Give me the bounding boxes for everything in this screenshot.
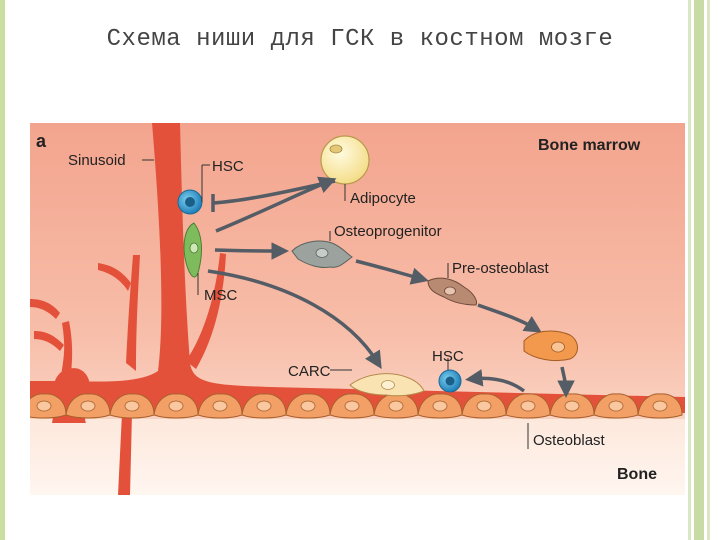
hsc-bottom-label: HSC [432, 348, 464, 365]
bone-label: Bone [617, 466, 657, 483]
bone-lining-cell [153, 393, 199, 419]
right-decor-bar [694, 0, 704, 540]
slide-title: Схема ниши для ГСК в костном мозге [106, 26, 614, 53]
adipocyte-label: Adipocyte [350, 190, 416, 207]
arrow-osteoblast-hsc [465, 369, 526, 393]
arrow-osteoprogenitor-preosteoblast [355, 259, 429, 285]
arrow-msc-carc [207, 269, 382, 369]
left-decor-bar [0, 0, 5, 540]
bone-lining-cell [549, 393, 595, 419]
bone-lining-cell [461, 393, 507, 419]
osteoprogenitor-label: Osteoprogenitor [334, 223, 442, 240]
pre-osteoblast-label: Pre-osteoblast [452, 260, 550, 277]
bone-lining-cell [637, 393, 683, 419]
bone-lining-cell [30, 393, 67, 419]
adipocyte-cell [320, 135, 370, 185]
bone-lining-cell [593, 393, 639, 419]
msc-label: MSC [204, 287, 238, 304]
bone-marrow-label: Bone marrow [538, 137, 641, 154]
bone-lining-cell [373, 393, 419, 419]
maturing-osteoblast-cell [523, 330, 578, 362]
carc-cell [349, 373, 425, 397]
bone-lining-cell [241, 393, 287, 419]
bone-lining-cell [417, 393, 463, 419]
niche-diagram: Sinusoid a Bone marrow Bone HSC MSC Adip… [30, 123, 685, 495]
bone-lining-cell [65, 393, 111, 419]
bone-lining-cell [329, 393, 375, 419]
panel-letter: a [36, 131, 47, 151]
sinusoid-label: Sinusoid [68, 152, 126, 169]
hsc-cell-bottom [438, 369, 462, 393]
bone-lining-cell [109, 393, 155, 419]
right-decor-bar [707, 0, 710, 540]
bone-lining-cell [285, 393, 331, 419]
msc-cell [183, 222, 202, 278]
carc-label: CARC [288, 363, 331, 380]
osteoblast-label: Osteoblast [533, 432, 606, 449]
bone-cell-layer [30, 393, 683, 419]
bone-lining-cell [197, 393, 243, 419]
bone-background [30, 419, 685, 495]
pre-osteoblast-cell [427, 277, 477, 306]
hsc-top-label: HSC [212, 158, 244, 175]
arrow-preosteoblast-osteoblast [477, 303, 542, 333]
right-decor-bar [688, 0, 691, 540]
hsc-cell-top [177, 189, 203, 215]
arrow-to-osteoblast-layer [557, 366, 575, 398]
bone-lining-cell [505, 393, 551, 419]
osteoprogenitor-cell [291, 240, 353, 268]
arrow-msc-adipocyte [215, 176, 337, 233]
arrow-msc-osteoprogenitor [214, 242, 289, 260]
